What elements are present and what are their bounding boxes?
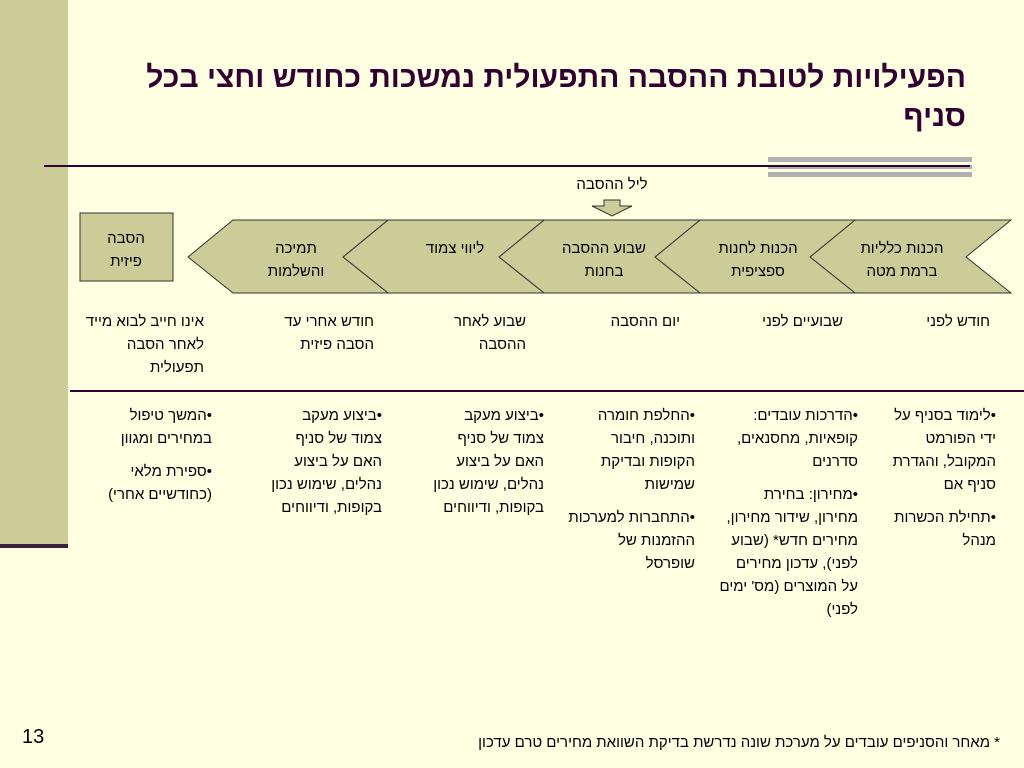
activity-item: •החלפת חומרה ותוכנה, חיבור הקופות ובדיקת… bbox=[597, 407, 695, 493]
physical-box-line1: הסבה bbox=[107, 230, 145, 247]
stage-label-line2: והשלמות bbox=[268, 263, 325, 280]
slide-number: 13 bbox=[22, 726, 45, 748]
left-decor-line bbox=[0, 544, 68, 548]
stage-label-line2: בחנות bbox=[585, 263, 624, 280]
activity-item: •ביצוע מעקב צמוד של סניף האם על ביצוע נה… bbox=[271, 407, 382, 516]
timing-cell: שבועיים לפני bbox=[762, 313, 843, 330]
activity-item: •מחירון: בחירת מחירון, שידור מחירון, מחי… bbox=[719, 486, 858, 618]
stage-label-line1: הכנות כלליות bbox=[860, 240, 943, 257]
activities-col-store: •הדרכות עובדים: קופאיות, מחסנאים, סדרנים… bbox=[718, 404, 858, 631]
stage-label-line2: ברמת מטה bbox=[867, 263, 938, 280]
physical-box-line2: פיזית bbox=[110, 253, 142, 270]
timing-cell: חודש לפני bbox=[926, 313, 990, 330]
stage-label-line1: תמיכה bbox=[275, 240, 317, 257]
activity-item: •לימוד בסניף על ידי הפורמט המקובל, והגדר… bbox=[892, 407, 996, 493]
stage-label-line1: ליווי צמוד bbox=[426, 240, 484, 257]
timing-cell: חודש אחרי עד הסבה פיזית bbox=[284, 313, 374, 353]
row-separator bbox=[70, 390, 1024, 392]
activity-item: •המשך טיפול במחירים ומגוון bbox=[120, 407, 212, 447]
stage-label-line1: שבוע ההסבה bbox=[562, 240, 646, 257]
physical-conversion-box bbox=[79, 212, 174, 282]
activity-item: •התחברות למערכות ההזמנות של שופרסל bbox=[568, 509, 695, 572]
title-decor-bars bbox=[768, 157, 972, 179]
stage-label-line2: ספציפית bbox=[731, 263, 785, 280]
activities-col-conversion-week: •החלפת חומרה ותוכנה, חיבור הקופות ובדיקת… bbox=[565, 404, 695, 585]
activity-item: •ביצוע מעקב צמוד של סניף האם על ביצוע נה… bbox=[433, 407, 544, 516]
timing-cell: שבוע לאחר ההסבה bbox=[454, 313, 526, 353]
timing-cell: אינו חייב לבוא מייד לאחר הסבה תפעולית bbox=[85, 313, 204, 376]
stage-label-line1: הכנות לחנות bbox=[718, 240, 797, 257]
activity-item: •ספירת מלאי (כחודשיים אחרי) bbox=[108, 463, 212, 503]
stage-chevron-support bbox=[187, 219, 390, 294]
down-arrow-icon bbox=[591, 199, 633, 217]
footnote: * מאחר והסניפים עובדים על מערכת שונה נדר… bbox=[478, 734, 1000, 751]
activities-col-support: •ביצוע מעקב צמוד של סניף האם על ביצוע נה… bbox=[268, 404, 382, 529]
conversion-night-label: ליל ההסבה bbox=[576, 176, 647, 193]
activity-item: •תחילת הכשרות מנהל bbox=[894, 509, 996, 549]
left-decor-band bbox=[0, 0, 68, 545]
slide-title: הפעילויות לטובת ההסבה התפעולית נמשכות כח… bbox=[146, 61, 966, 133]
activity-item: •הדרכות עובדים: קופאיות, מחסנאים, סדרנים bbox=[736, 407, 858, 470]
timing-cell: יום ההסבה bbox=[610, 313, 680, 330]
activities-col-physical: •המשך טיפול במחירים ומגוון •ספירת מלאי (… bbox=[92, 404, 212, 516]
activities-col-general: •לימוד בסניף על ידי הפורמט המקובל, והגדר… bbox=[878, 404, 996, 562]
title-underline bbox=[44, 165, 970, 167]
activities-col-escort: •ביצוע מעקב צמוד של סניף האם על ביצוע נה… bbox=[430, 404, 544, 529]
